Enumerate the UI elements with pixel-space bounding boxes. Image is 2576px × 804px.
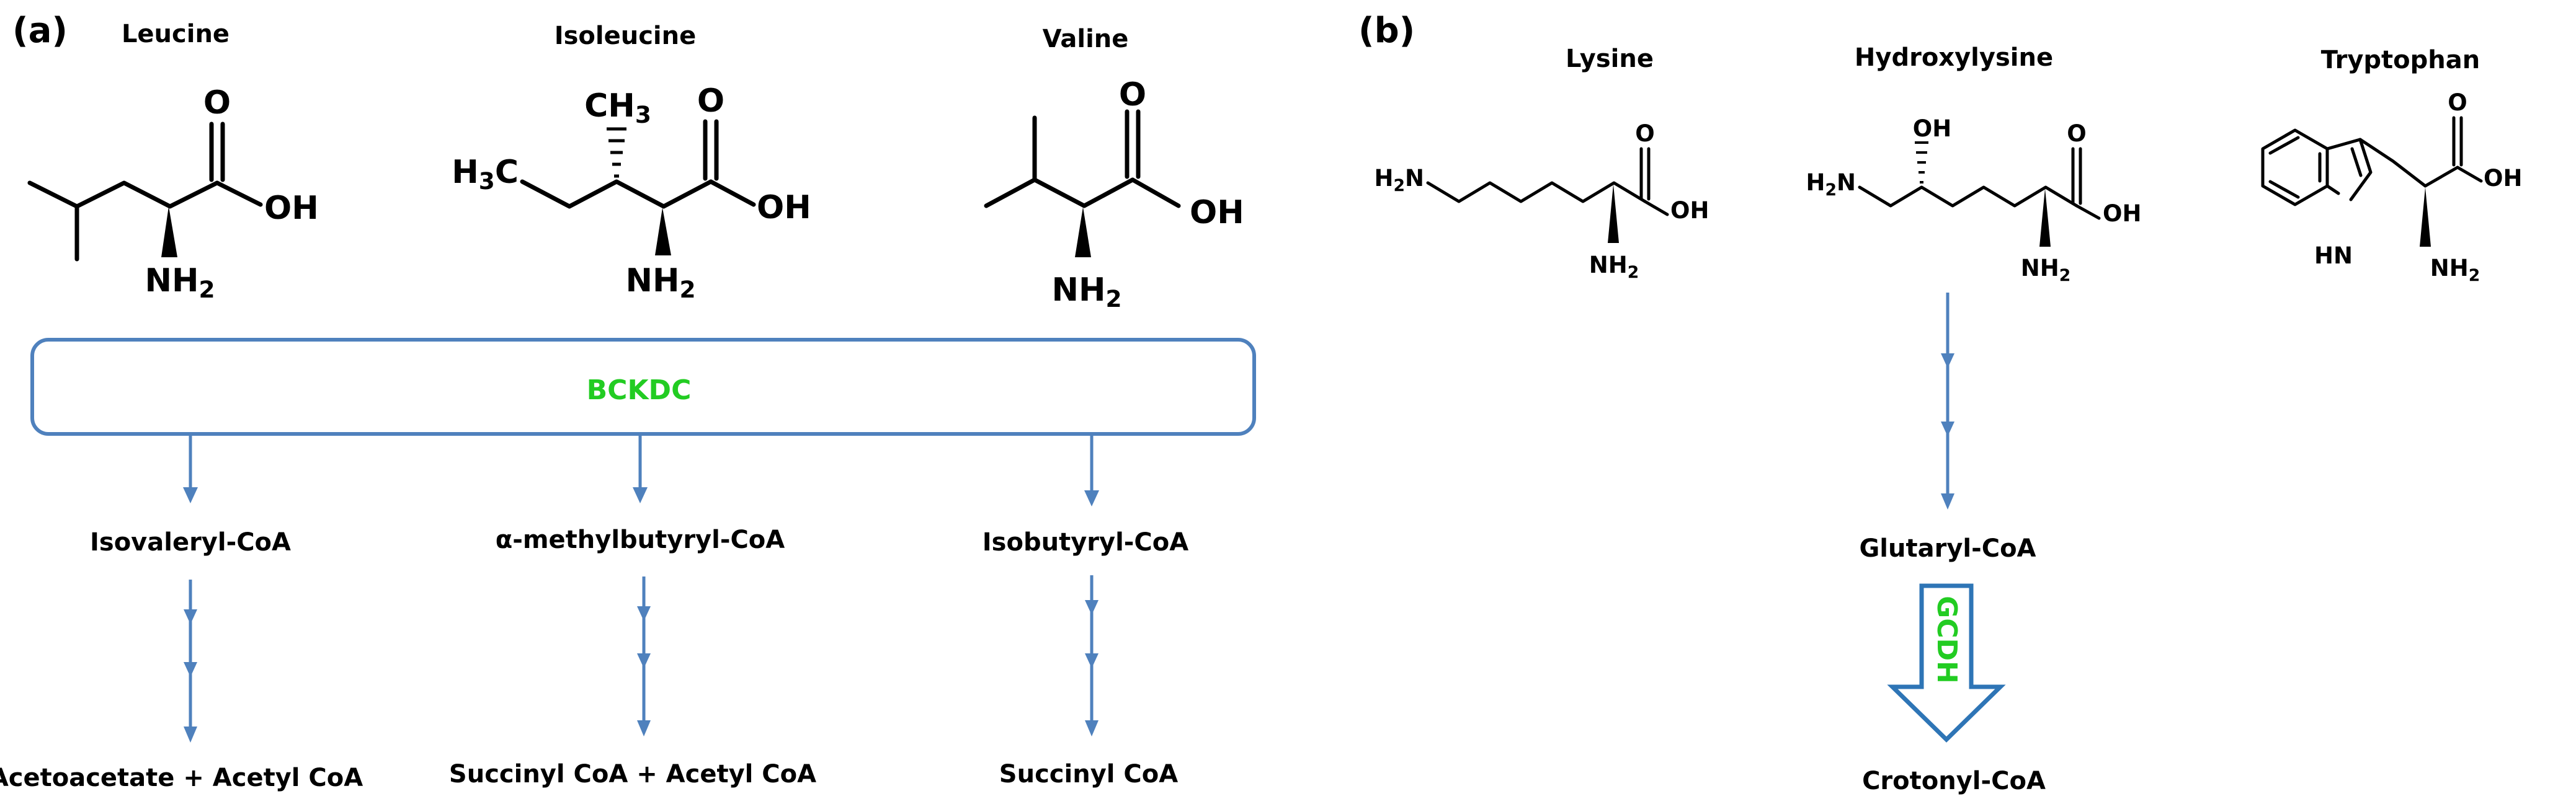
tryptophan-pyrrole-double	[2350, 147, 2363, 177]
lysine-amine: NH2	[1589, 252, 1639, 282]
bckdc-box	[30, 338, 1256, 436]
isoleucine-chain-bond	[520, 179, 713, 209]
valine-hydroxyl-bond	[1130, 177, 1181, 208]
methylbutyryl-coa: α-methylbutyryl-CoA	[496, 526, 785, 554]
hydroxylysine-terminal-amine: H2N	[1806, 169, 1856, 200]
isoleucine-end-product: Succinyl CoA + Acetyl CoA	[449, 760, 816, 789]
tryptophan-name: Tryptophan	[2321, 46, 2480, 74]
lysine-chain-bond	[1426, 181, 1647, 203]
isoleucine-structure: O OH CH3 H3C NH2	[452, 82, 811, 303]
tryptophan-benzene-ring	[2261, 128, 2329, 206]
lysine-wedge-bond	[1608, 184, 1619, 243]
leucine-hydroxyl: OH	[264, 190, 319, 227]
leucine-wedge-bond	[161, 206, 177, 257]
hydroxylysine-chain-bond	[1858, 185, 2079, 208]
leucine-hydroxyl-bond	[215, 180, 263, 207]
tryptophan-hydroxyl-bond	[2456, 166, 2483, 183]
isoleucine-hydroxyl-bond	[708, 179, 756, 207]
isoleucine-terminal-methyl: H3C	[452, 154, 519, 195]
lysine-structure: O OH H2N NH2	[1375, 120, 1709, 282]
hydroxylysine-hash-bond	[1915, 141, 1928, 183]
leucine-structure: O OH NH2	[27, 84, 319, 303]
gcdh-block-arrow	[1887, 583, 2006, 743]
isoleucine-name: Isoleucine	[555, 22, 697, 50]
hydroxylysine-structure: OH O OH H2N NH2	[1806, 115, 2142, 285]
valine-wedge-bond	[1075, 207, 1091, 257]
isoleucine-multistep-arrow	[637, 576, 651, 736]
tryptophan-benzene-double-1	[2268, 136, 2300, 155]
tryptophan-pyrrole-ring	[2325, 138, 2373, 201]
leucine-chain-bond	[27, 180, 220, 209]
leucine-carbonyl-o: O	[203, 84, 231, 121]
bckdc-label: BCKDC	[587, 374, 692, 406]
valine-carbonyl-o: O	[1119, 76, 1146, 113]
hydroxylysine-multistep-arrow	[1941, 293, 1954, 510]
arrow-isoleucine-bckdc-head	[633, 487, 648, 503]
crotonyl-coa: Crotonyl-CoA	[1862, 767, 2046, 795]
isoleucine-carbonyl-o: O	[697, 82, 724, 120]
bckdc-arrows	[183, 434, 1099, 506]
valine-hydroxyl: OH	[1190, 194, 1244, 231]
panel-a: (a) Leucine Isoleucine Valine O OH NH2	[0, 11, 1256, 792]
tryptophan-wedge-bond	[2420, 187, 2431, 247]
isobutyryl-coa: Isobutyryl-CoA	[983, 528, 1188, 557]
arrow-leucine-bckdc-head	[183, 487, 198, 503]
panel-b-label: (b)	[1358, 11, 1415, 51]
isoleucine-methyl: CH3	[584, 87, 651, 128]
lysine-name: Lysine	[1566, 45, 1654, 73]
tryptophan-benzene-double-2	[2268, 180, 2300, 199]
glutaryl-coa: Glutaryl-CoA	[1859, 534, 2036, 563]
leucine-amine: NH2	[145, 262, 215, 303]
leucine-end-product: Acetoacetate + Acetyl CoA	[0, 764, 363, 792]
tryptophan-nh-bond	[2325, 184, 2340, 195]
valine-multistep-arrow	[1085, 575, 1099, 736]
isoleucine-amine: NH2	[625, 262, 695, 303]
tryptophan-indole-nh: HN	[2314, 242, 2353, 269]
lysine-carbonyl-o: O	[1635, 120, 1654, 147]
isoleucine-hash-bond	[607, 127, 626, 178]
hydroxylysine-hydroxyl: OH	[2103, 200, 2141, 227]
isoleucine-wedge-bond	[655, 208, 671, 255]
isovaleryl-coa: Isovaleryl-CoA	[90, 528, 291, 557]
tryptophan-hydroxyl: OH	[2484, 165, 2522, 192]
tryptophan-side-chain	[2358, 138, 2459, 188]
hydroxylysine-hydroxyl-bond	[2075, 204, 2101, 220]
tryptophan-carbonyl-o: O	[2448, 89, 2467, 116]
hydroxylysine-name: Hydroxylysine	[1855, 43, 2053, 72]
leucine-multistep-arrow	[184, 580, 197, 743]
lysine-hydroxyl-bond	[1643, 200, 1669, 216]
valine-amine: NH2	[1051, 272, 1121, 312]
valine-chain-bond	[984, 177, 1135, 208]
hydroxylysine-side-hydroxyl: OH	[1913, 115, 1951, 142]
valine-name: Valine	[1043, 25, 1129, 53]
tryptophan-structure: HN O OH NH2	[2261, 89, 2522, 285]
valine-structure: O OH NH2	[984, 76, 1244, 312]
hydroxylysine-amine: NH2	[2021, 255, 2070, 285]
lysine-hydroxyl: OH	[1670, 197, 1709, 224]
hydroxylysine-wedge-bond	[2039, 188, 2051, 247]
leucine-name: Leucine	[122, 20, 230, 48]
lysine-terminal-amine: H2N	[1375, 165, 1424, 195]
panel-b: (b) Lysine Hydroxylysine Tryptophan O OH…	[1358, 11, 2522, 795]
arrow-valine-bckdc-head	[1084, 490, 1099, 506]
tryptophan-amine: NH2	[2430, 255, 2480, 285]
hydroxylysine-carbonyl-o: O	[2067, 120, 2086, 147]
isoleucine-hydroxyl: OH	[757, 189, 811, 226]
valine-end-product: Succinyl CoA	[999, 760, 1178, 789]
panel-a-label: (a)	[12, 11, 68, 51]
gcdh-label: GCDH	[1931, 596, 1963, 684]
